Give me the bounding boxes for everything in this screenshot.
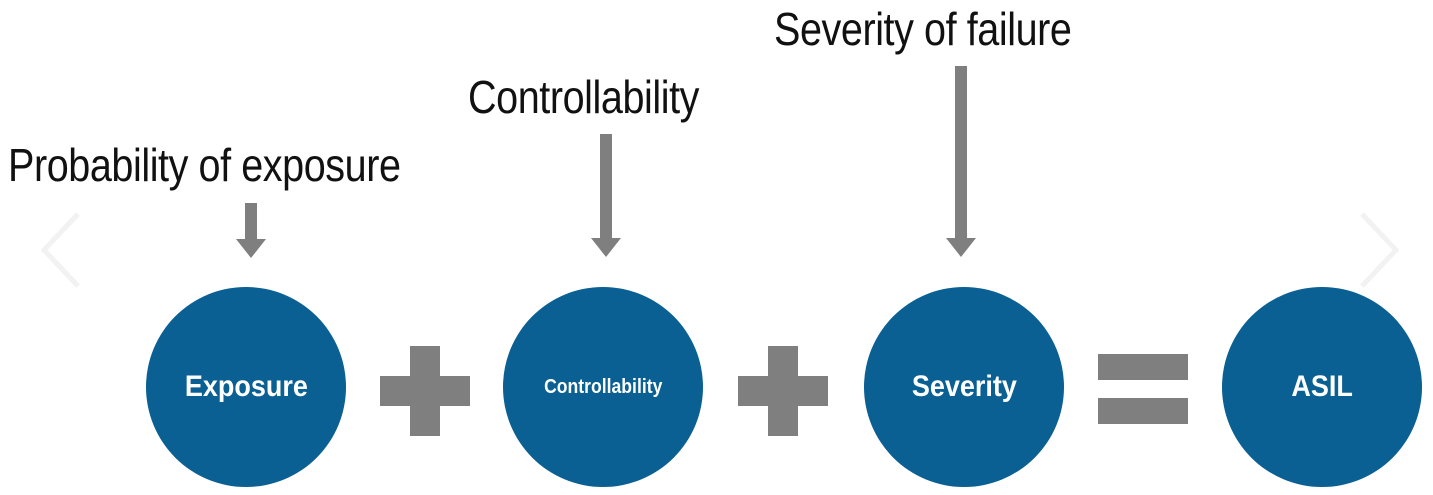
- label-controllability: Controllability: [468, 71, 700, 123]
- arrow-down-controllability-icon: [591, 134, 621, 258]
- label-severity-of-failure: Severity of failure: [774, 3, 1072, 55]
- arrow-down-severity-icon: [946, 66, 976, 258]
- circle-controllability: Controllability: [503, 287, 703, 487]
- circle-asil: ASIL: [1222, 287, 1422, 487]
- arrow-down-exposure-icon: [236, 203, 266, 259]
- chevron-left-icon[interactable]: [36, 210, 84, 295]
- plus-icon: [380, 346, 470, 436]
- equals-icon: [1098, 354, 1188, 426]
- circle-controllability-label: Controllability: [543, 375, 663, 398]
- plus-icon: [738, 346, 828, 436]
- circle-severity: Severity: [864, 287, 1064, 487]
- circle-asil-label: ASIL: [1291, 370, 1353, 403]
- label-probability-of-exposure: Probability of exposure: [8, 139, 401, 191]
- circle-severity-label: Severity: [911, 370, 1017, 403]
- circle-exposure-label: Exposure: [184, 370, 308, 403]
- chevron-right-icon[interactable]: [1356, 210, 1404, 295]
- circle-exposure: Exposure: [146, 287, 346, 487]
